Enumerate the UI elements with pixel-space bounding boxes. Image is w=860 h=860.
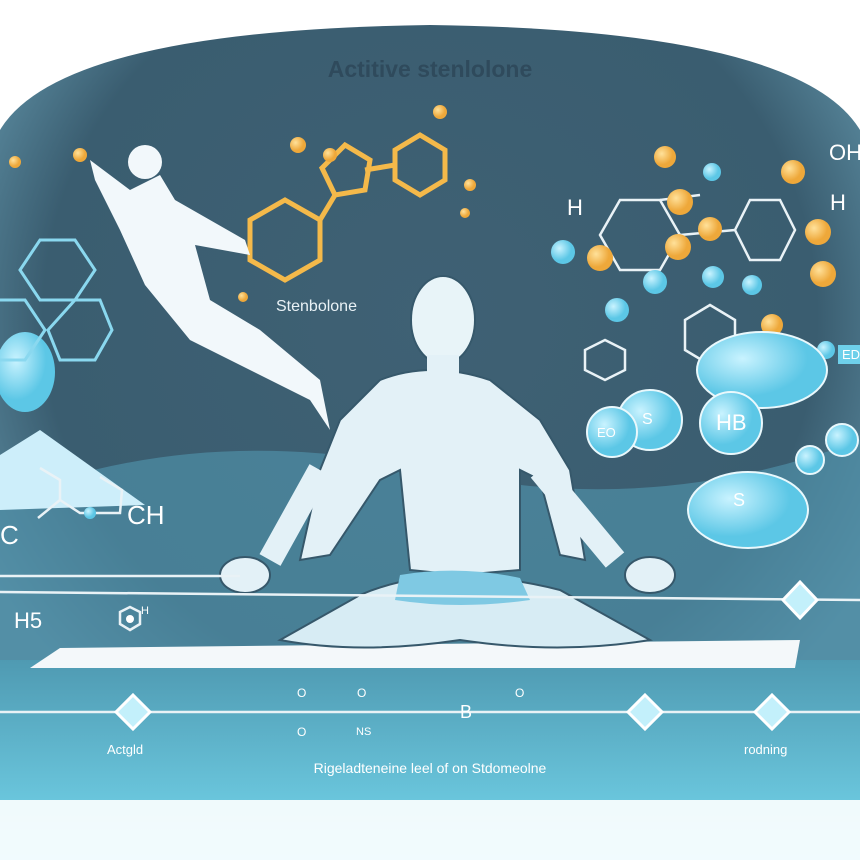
formula-h5: H5 (14, 608, 43, 633)
meditating-man (219, 275, 676, 649)
chain-b: B (460, 702, 473, 722)
formula-h: H (141, 605, 149, 617)
chain-o1: O (297, 686, 307, 700)
bottom-caption: Rigeladteneine leel of on Stdomeolne (313, 760, 547, 776)
sphere-s2: S (733, 490, 746, 510)
yoga-mat (30, 640, 800, 668)
formula-oh: OH (829, 140, 860, 165)
formula-h-right: H (567, 195, 583, 220)
platform (0, 430, 145, 510)
chain-o3: O (357, 686, 367, 700)
chain-o4: O (515, 686, 525, 700)
gold-atoms (9, 105, 476, 302)
hexagon-lattice (0, 238, 114, 362)
right-gold-atoms (587, 146, 836, 336)
formula-c: C (0, 520, 19, 550)
molecule-label: Stenbolone (276, 298, 357, 315)
leaping-figure (90, 160, 330, 430)
formula-ch: CH (127, 500, 165, 530)
sphere-eo: EO (597, 425, 616, 440)
sphere-hb: HB (716, 410, 747, 435)
cylinder (0, 332, 55, 412)
title: Actitive stenlolone (327, 56, 533, 82)
bottom-right-label: rodning (744, 742, 788, 757)
stenbolone-molecule (247, 132, 448, 283)
blue-spheres (586, 331, 859, 549)
chain-ns: NS (356, 726, 372, 738)
ed-badge: ED (838, 345, 860, 364)
formula-h2: H (830, 190, 846, 215)
sphere-s: S (642, 411, 653, 428)
diamond-nodes (113, 579, 820, 732)
chain-o2: O (297, 725, 307, 739)
bottom-left-label: Actgld (107, 742, 144, 757)
